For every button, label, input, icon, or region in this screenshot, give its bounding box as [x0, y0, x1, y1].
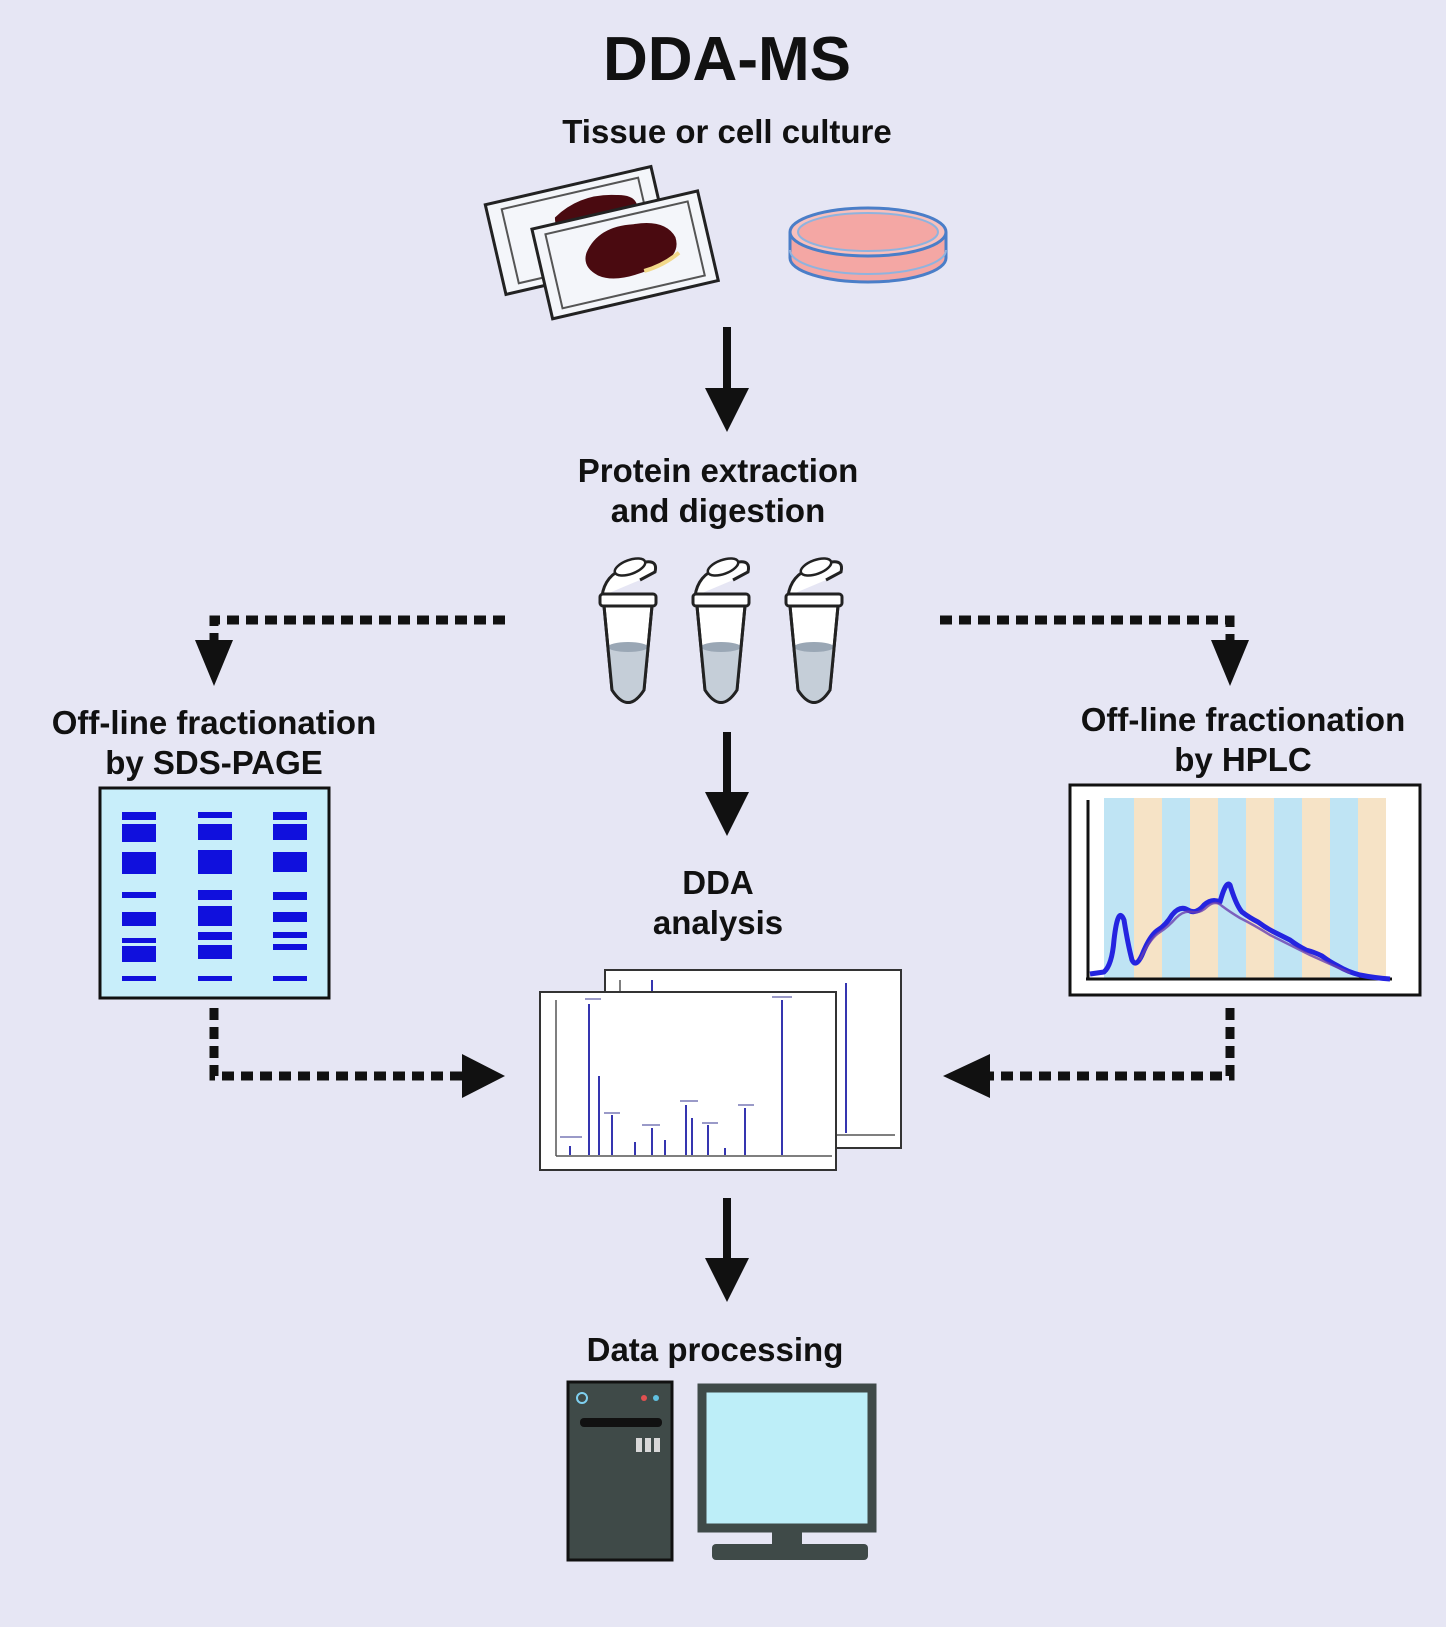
extraction-label: Protein extraction and digestion	[578, 451, 859, 532]
dda-analysis-label-line2: analysis	[652, 904, 784, 942]
petri-dish-icon	[788, 206, 948, 284]
gel-icon	[98, 786, 331, 1000]
monitor-icon	[697, 1383, 877, 1560]
tissue-slide-icon	[483, 164, 721, 321]
dda-analysis-label: DDA analysis	[653, 863, 783, 944]
solid-arrows	[705, 327, 749, 1302]
mass-spectrum-icon	[539, 969, 902, 1171]
hplc-label: Off-line fractionation by HPLC	[1081, 700, 1406, 781]
extraction-label-line1: Protein extraction	[577, 452, 859, 489]
data-processing-label: Data processing	[586, 1331, 844, 1368]
sds-page-label-line1: Off-line fractionation	[51, 704, 377, 741]
computer-tower-icon	[566, 1380, 674, 1562]
extraction-label-line2: and digestion	[610, 492, 826, 530]
sample-label: Tissue or cell culture	[562, 113, 892, 150]
sds-page-label: Off-line fractionation by SDS-PAGE	[52, 703, 377, 784]
dotted-arrowheads	[195, 640, 1249, 1098]
dda-analysis-label-line1: DDA	[682, 864, 754, 901]
sds-page-label-line2: by SDS-PAGE	[105, 744, 323, 782]
diagram-title: DDA-MS	[603, 25, 851, 94]
chromatogram-icon	[1068, 783, 1422, 997]
hplc-label-line2: by HPLC	[1174, 741, 1312, 779]
dotted-arrows	[209, 615, 1235, 1081]
hplc-label-line1: Off-line fractionation	[1080, 701, 1406, 738]
microtube-icon	[598, 553, 844, 704]
